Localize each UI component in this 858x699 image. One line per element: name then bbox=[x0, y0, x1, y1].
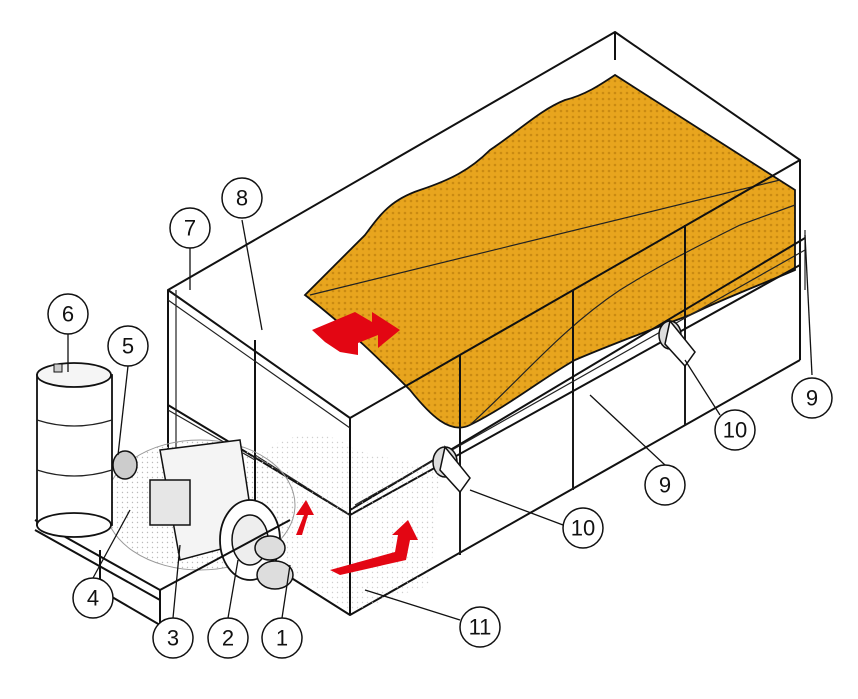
burner-assembly bbox=[104, 439, 296, 590]
airflow-arrow-plenum bbox=[330, 520, 418, 575]
svg-text:10: 10 bbox=[571, 516, 595, 541]
leader-lines bbox=[67, 219, 813, 621]
control-box bbox=[149, 479, 191, 526]
svg-text:6: 6 bbox=[62, 302, 74, 327]
outlet-duct-front bbox=[432, 445, 471, 494]
svg-text:3: 3 bbox=[167, 626, 179, 651]
svg-text:2: 2 bbox=[222, 626, 234, 651]
airflow-arrow-small bbox=[296, 500, 314, 535]
airflow-arrow-up bbox=[312, 312, 400, 355]
svg-text:8: 8 bbox=[236, 186, 248, 211]
svg-text:7: 7 bbox=[184, 216, 196, 241]
grain-inner-line bbox=[469, 204, 796, 426]
callout-10-front: 10 bbox=[562, 507, 604, 549]
fan-motor bbox=[112, 450, 138, 480]
callout-1: 1 bbox=[261, 617, 303, 659]
base-skid bbox=[34, 519, 291, 626]
plenum-air-zone bbox=[255, 434, 440, 612]
callout-3: 3 bbox=[152, 617, 194, 659]
outlet-duct-rear bbox=[658, 319, 696, 368]
callout-8: 8 bbox=[221, 177, 263, 219]
rail-inner bbox=[354, 249, 806, 506]
callout-9-mid: 9 bbox=[644, 464, 686, 506]
svg-text:10: 10 bbox=[723, 418, 747, 443]
callout-6: 6 bbox=[47, 293, 89, 335]
svg-text:9: 9 bbox=[806, 386, 818, 411]
svg-text:9: 9 bbox=[659, 473, 671, 498]
svg-text:4: 4 bbox=[87, 586, 99, 611]
svg-text:1: 1 bbox=[276, 626, 288, 651]
burner-nozzle bbox=[256, 560, 294, 590]
callout-10-rear: 10 bbox=[714, 409, 756, 451]
callout-11: 11 bbox=[459, 606, 501, 648]
callout-4: 4 bbox=[72, 577, 114, 619]
svg-text:5: 5 bbox=[122, 334, 134, 359]
callout-5: 5 bbox=[107, 325, 149, 367]
grain-edge-line bbox=[309, 179, 781, 296]
svg-text:11: 11 bbox=[469, 615, 492, 640]
callout-7: 7 bbox=[169, 207, 211, 249]
callout-2: 2 bbox=[207, 617, 249, 659]
fuel-tank bbox=[36, 362, 113, 538]
grain-mass bbox=[303, 73, 796, 429]
callout-9-rear: 9 bbox=[791, 377, 833, 419]
